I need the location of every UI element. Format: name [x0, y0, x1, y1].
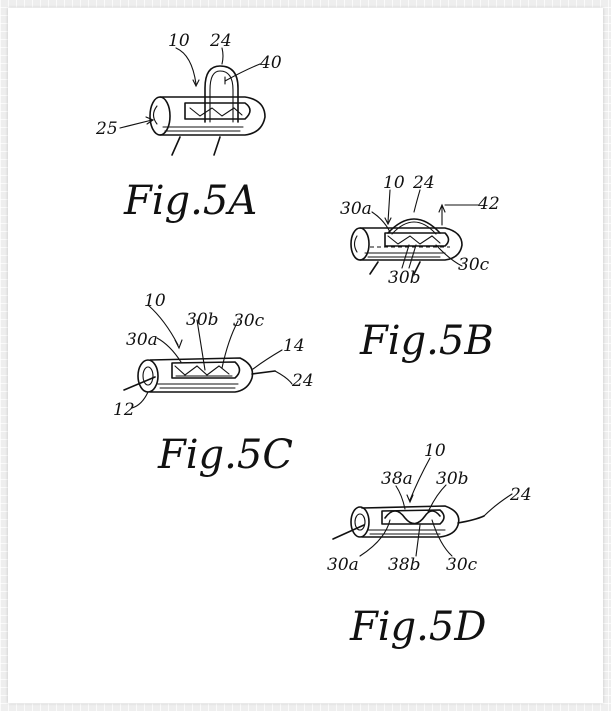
- ref-label-10: 10: [168, 31, 190, 51]
- ref-label-24: 24: [509, 485, 532, 505]
- ref-label-30c: 30c: [233, 311, 265, 331]
- drawing-sheet: [8, 8, 603, 703]
- ref-label-24: 24: [209, 31, 232, 51]
- ref-label-24: 24: [412, 173, 435, 193]
- ref-label-10: 10: [424, 441, 446, 461]
- figure-5d-drawing: [332, 457, 513, 557]
- figure-5d: 10 38a 30b 24 30a 38b 30c Fig.5D: [327, 441, 532, 650]
- figure-caption-5d: Fig.5D: [349, 604, 486, 650]
- figure-5b-drawing: [350, 189, 479, 275]
- ref-label-40: 40: [259, 53, 282, 73]
- figure-5a: 10 24 40 25 Fig.5A: [95, 31, 282, 224]
- ref-label-12: 12: [113, 400, 135, 420]
- ref-label-30c: 30c: [458, 255, 490, 275]
- ref-label-24: 24: [291, 371, 314, 391]
- ref-label-14: 14: [283, 336, 305, 356]
- figure-5c: 10 30a 30b 30c 14 24 12 Fig.5C: [113, 291, 314, 478]
- figure-caption-5c: Fig.5C: [157, 432, 293, 478]
- ref-label-25: 25: [95, 119, 118, 139]
- ref-label-30b: 30b: [436, 469, 469, 489]
- ref-label-10: 10: [383, 173, 405, 193]
- ref-label-30b: 30b: [388, 268, 421, 288]
- figure-5b: 10 24 42 30a 30b 30c Fig.5B: [340, 173, 500, 364]
- ref-label-30a: 30a: [327, 555, 359, 575]
- ref-label-38a: 38a: [381, 469, 413, 489]
- figure-caption-5b: Fig.5B: [359, 318, 494, 364]
- ref-label-38b: 38b: [388, 555, 421, 575]
- figure-5c-drawing: [123, 304, 293, 409]
- figure-5a-drawing: [119, 47, 266, 156]
- ref-label-10: 10: [144, 291, 166, 311]
- ref-label-42: 42: [477, 194, 500, 214]
- ref-label-30c: 30c: [446, 555, 478, 575]
- ref-label-30b: 30b: [186, 310, 219, 330]
- ref-label-30a: 30a: [340, 199, 372, 219]
- figure-caption-5a: Fig.5A: [123, 178, 257, 224]
- ref-label-30a: 30a: [126, 330, 158, 350]
